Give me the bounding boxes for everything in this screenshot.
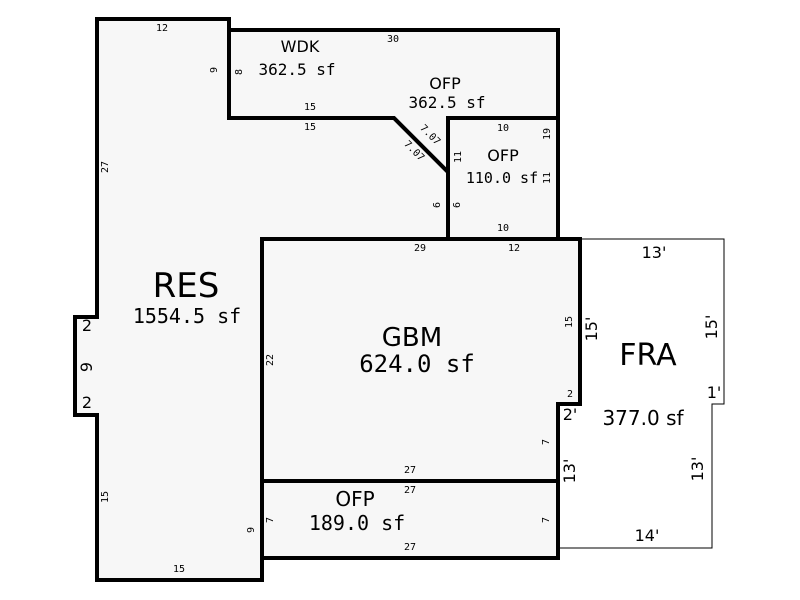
wdk-label: WDK (281, 37, 320, 56)
dim-res-bump-top: 2 (82, 316, 92, 335)
dim-gbm-top-b: 12 (508, 243, 520, 254)
dim-ofp-small-bottom: 10 (497, 223, 509, 234)
dim-fra-lower-left: 13' (560, 459, 579, 484)
res-sf: 1554.5 sf (133, 304, 241, 328)
dim-gbm-right: 15 (564, 316, 575, 328)
dim-wdk-bottom-b: 15 (304, 122, 316, 133)
ofp-top-label: OFP (429, 74, 461, 93)
dim-fra-bottom: 14' (635, 526, 660, 545)
ofp-bottom-label: OFP (335, 487, 374, 511)
ofp-bottom-outline (260, 479, 560, 560)
dim-fra-step-left: 2' (563, 405, 578, 424)
ofp-small-sf: 110.0 sf (466, 169, 538, 187)
dim-res-left-upper: 27 (100, 161, 111, 173)
dim-wdk-bottom-a: 15 (304, 102, 316, 113)
dim-gbm-bottom: 27 (404, 465, 416, 476)
dim-res-bottom: 15 (173, 564, 185, 575)
dim-ofp-bottom-left: 7 (265, 517, 276, 523)
dim-ofp-bottom-bottom: 27 (404, 542, 416, 553)
dim-ofp-small-right: 19 (542, 128, 553, 140)
dim-fra-lower-right: 13' (688, 457, 707, 482)
wdk-sf: 362.5 sf (258, 60, 335, 79)
gbm-label: GBM (382, 323, 442, 353)
dim-ofp-bottom-right: 7 (541, 517, 552, 523)
dim-wdk-top: 30 (387, 34, 399, 45)
res-label: RES (153, 266, 220, 306)
ofp-bottom-sf: 189.0 sf (309, 511, 405, 535)
dim-gbm-right-step: 2 (567, 389, 573, 400)
dim-ofp-bottom-top: 27 (404, 485, 416, 496)
ofp-small-label: OFP (487, 146, 519, 165)
dim-gbm-right-lower: 7 (541, 439, 552, 445)
dim-res-bump-bottom: 2 (82, 393, 92, 412)
dim-wdk-left: 9 (209, 67, 220, 73)
dim-wdk-left-b: 8 (234, 69, 245, 75)
dim-fra-step-right: 1' (707, 383, 722, 402)
dim-ofp-small-top: 10 (497, 123, 509, 134)
dim-gbm-left: 22 (265, 354, 276, 366)
dim-ofp-small-left: 11 (453, 151, 464, 163)
dim-res-top: 12 (156, 23, 168, 34)
dim-ofp-small-left-low-a: 6 (432, 202, 443, 208)
dim-fra-right: 15' (702, 315, 721, 340)
dim-gbm-top-a: 29 (414, 243, 426, 254)
fra-label: FRA (619, 338, 677, 373)
fra-outline (557, 238, 725, 549)
dim-res-bump-side: 9 (77, 362, 96, 372)
gbm-sf: 624.0 sf (359, 350, 475, 378)
fra-sf: 377.0 sf (602, 406, 684, 430)
dim-fra-top: 13' (642, 243, 667, 262)
ofp-top-sf: 362.5 sf (408, 93, 485, 112)
dim-fra-left: 15' (582, 317, 601, 342)
dim-ofp-small-left-low-b: 6 (452, 202, 463, 208)
dim-res-left-lower: 15 (100, 491, 111, 503)
dim-res-bottom-left: 9 (246, 527, 257, 533)
dim-ofp-small-right-b: 11 (542, 172, 553, 184)
